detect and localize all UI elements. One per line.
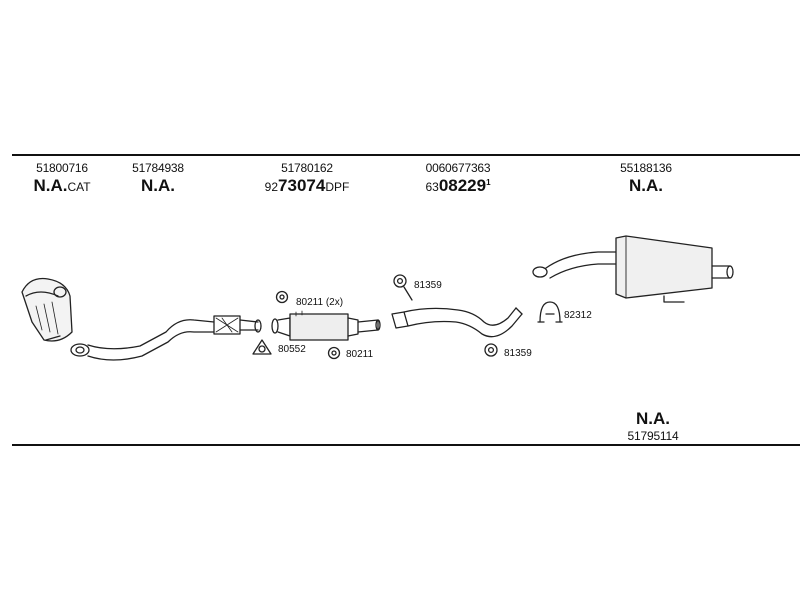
gasket-81359-top xyxy=(393,274,413,301)
callout-gasket-81359-top: 81359 xyxy=(414,280,442,291)
gasket-80211 xyxy=(327,346,341,360)
column-cat: 51800716 N.A.CAT xyxy=(22,161,102,196)
middle-pipe xyxy=(391,307,523,338)
part-label: N.A.CAT xyxy=(33,176,91,195)
callout-hanger-82312: 82312 xyxy=(564,310,592,321)
front-pipe xyxy=(70,315,262,361)
hanger-82312 xyxy=(537,301,563,323)
column-middle-pipe: 0060677363 63082291 xyxy=(408,161,508,196)
top-rule xyxy=(12,154,800,156)
clamp-80552 xyxy=(252,339,272,355)
part-number: 0060677363 xyxy=(425,161,491,175)
bottom-rule xyxy=(12,444,800,446)
part-number: 51780162 xyxy=(281,161,333,175)
callout-clamp-80552: 80552 xyxy=(278,344,306,355)
callout-gasket-81359-bottom: 81359 xyxy=(504,348,532,359)
part-label: N.A. xyxy=(141,176,175,195)
part-label: N.A. xyxy=(629,176,663,195)
diesel-particulate-filter xyxy=(271,310,381,341)
part-number: 55188136 xyxy=(620,161,672,175)
rear-silencer xyxy=(532,235,734,303)
column-rear-silencer: 55188136 N.A. xyxy=(606,161,686,196)
part-label: 63082291 xyxy=(425,176,491,195)
part-label: N.A. xyxy=(636,409,670,428)
part-label: 9273074DPF xyxy=(264,176,350,195)
catalytic-converter xyxy=(21,277,73,342)
callout-gasket-80211: 80211 xyxy=(346,349,374,360)
part-number: 51800716 xyxy=(36,161,88,175)
callout-gasket-80211-2x: 80211 (2x) xyxy=(296,297,344,308)
column-dpf: 51780162 9273074DPF xyxy=(252,161,362,196)
column-front-pipe: 51784938 N.A. xyxy=(118,161,198,196)
gasket-80211-2x xyxy=(275,290,289,304)
gasket-81359-bottom xyxy=(484,343,498,357)
part-number: 51784938 xyxy=(132,161,184,175)
column-bottom-part: N.A. 51795114 xyxy=(608,408,698,443)
part-number: 51795114 xyxy=(627,429,679,443)
